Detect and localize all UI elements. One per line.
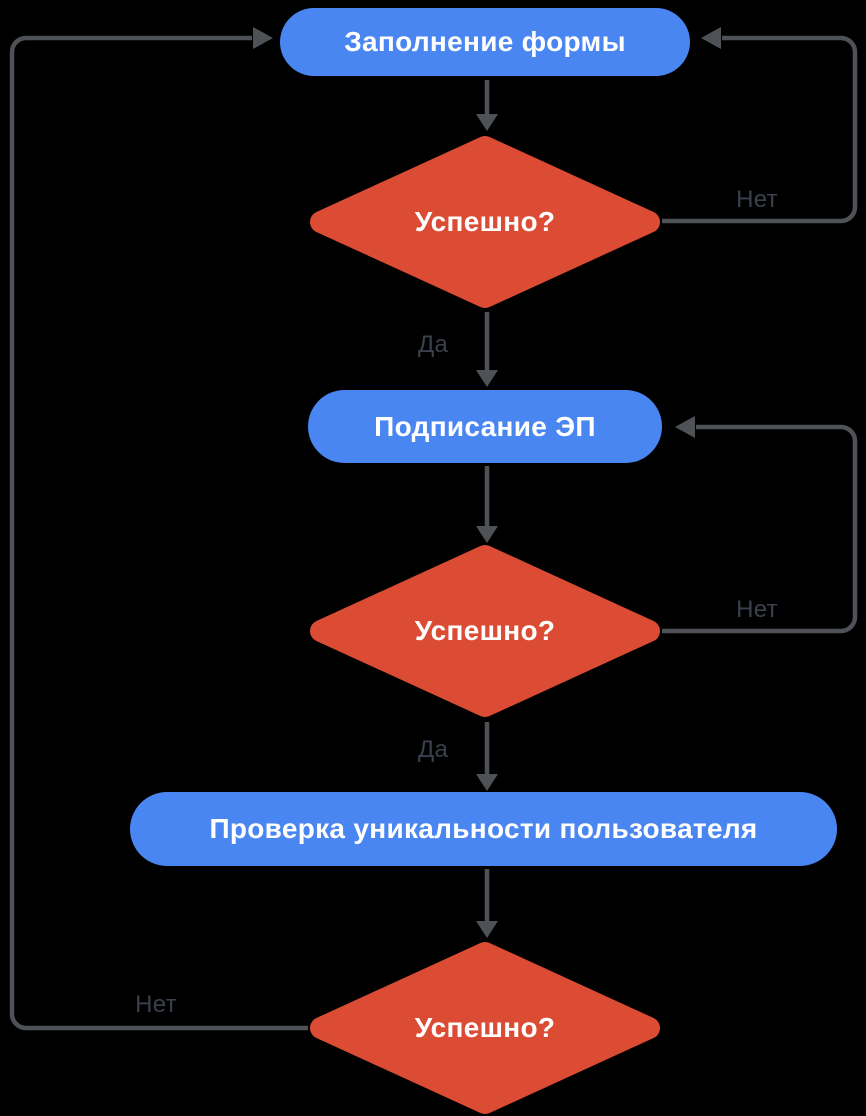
arrow-down-icon (476, 774, 498, 791)
edge-decision2-no-loop (662, 424, 858, 634)
decision-3-diamond (310, 942, 660, 1114)
node-sign-ep: Подписание ЭП (308, 390, 662, 463)
edge-decision3-no-loop (9, 35, 308, 1031)
arrow-down-icon (476, 114, 498, 131)
decision-2-diamond (310, 545, 660, 717)
decision-1-label: Успешно? (414, 206, 556, 237)
decision-3-label: Успешно? (414, 1012, 556, 1043)
edge-label-no-3: Нет (135, 991, 177, 1018)
decision-2-label: Успешно? (414, 615, 556, 646)
arrow-down-icon (476, 370, 498, 387)
arrow-right-icon (253, 27, 273, 49)
edge-decision1-no-loop (662, 35, 858, 224)
edge-label-yes-2: Да (418, 736, 449, 763)
arrow-left-icon (701, 27, 721, 49)
node-fill-form: Заполнение формы (280, 8, 690, 76)
arrow-left-icon (675, 416, 695, 438)
edge-label-no-2: Нет (736, 596, 778, 623)
decision-1-diamond (310, 136, 660, 308)
arrow-down-icon (476, 921, 498, 938)
edge-label-yes-1: Да (418, 331, 449, 358)
edge-label-no-1: Нет (736, 186, 778, 213)
node-uniqueness-check: Проверка уникальности пользователя (130, 792, 837, 866)
arrow-down-icon (476, 526, 498, 543)
